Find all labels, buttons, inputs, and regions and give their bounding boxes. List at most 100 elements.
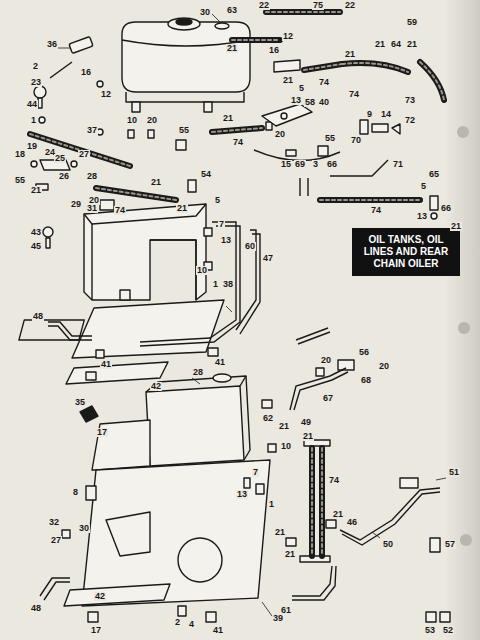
callout-number: 39 <box>272 614 284 623</box>
callout-number: 57 <box>444 540 456 549</box>
callout-number: 30 <box>199 8 211 17</box>
callout-number: 41 <box>100 360 112 369</box>
oil-hoses <box>30 12 444 556</box>
callout-number: 21 <box>284 550 296 559</box>
bracket <box>262 60 438 219</box>
callout-number: 10 <box>126 116 138 125</box>
callout-number: 21 <box>278 422 290 431</box>
callout-number: 1 <box>212 280 219 289</box>
callout-number: 54 <box>200 170 212 179</box>
callout-number: 66 <box>326 160 338 169</box>
callout-number: 42 <box>150 382 162 391</box>
title-box: OIL TANKS, OIL LINES AND REAR CHAIN OILE… <box>352 228 460 276</box>
callout-number: 72 <box>404 116 416 125</box>
callout-number: 41 <box>214 358 226 367</box>
callout-number: 4 <box>188 620 195 629</box>
callout-number: 13 <box>236 490 248 499</box>
callout-number: 55 <box>14 176 26 185</box>
callout-number: 21 <box>30 186 42 195</box>
callout-number: 74 <box>114 206 126 215</box>
callout-number: 8 <box>72 488 79 497</box>
filler-cap <box>34 37 154 138</box>
callout-number: 55 <box>178 126 190 135</box>
callout-number: 7 <box>218 220 225 229</box>
callout-number: 25 <box>54 154 66 163</box>
callout-number: 21 <box>226 44 238 53</box>
callout-number: 70 <box>350 136 362 145</box>
callout-number: 17 <box>90 626 102 635</box>
callout-number: 13 <box>290 96 302 105</box>
callout-number: 21 <box>222 114 234 123</box>
lower-oil-tank <box>146 374 250 466</box>
callout-number: 20 <box>274 130 286 139</box>
callout-number: 55 <box>324 134 336 143</box>
middle-base-plate <box>19 300 224 384</box>
callout-number: 23 <box>30 78 42 87</box>
callout-number: 69 <box>294 160 306 169</box>
callout-number: 74 <box>232 138 244 147</box>
callout-number: 62 <box>262 414 274 423</box>
callout-number: 66 <box>440 204 452 213</box>
callout-number: 74 <box>370 206 382 215</box>
callout-number: 47 <box>262 254 274 263</box>
callout-number: 65 <box>428 170 440 179</box>
callout-number: 20 <box>320 356 332 365</box>
callout-number: 21 <box>344 50 356 59</box>
callout-number: 14 <box>380 110 392 119</box>
callout-number: 1 <box>268 500 275 509</box>
callout-number: 27 <box>50 536 62 545</box>
callout-number: 67 <box>322 394 334 403</box>
callout-number: 60 <box>244 242 256 251</box>
callout-number: 16 <box>268 46 280 55</box>
oiler-fittings <box>262 360 450 622</box>
callout-number: 30 <box>78 524 90 533</box>
callout-number: 51 <box>448 468 460 477</box>
callout-number: 2 <box>174 618 181 627</box>
leader-lines <box>58 14 446 616</box>
callout-number: 48 <box>32 312 44 321</box>
callout-number: 20 <box>146 116 158 125</box>
callout-number: 40 <box>318 98 330 107</box>
callout-number: 32 <box>48 518 60 527</box>
callout-number: 29 <box>70 200 82 209</box>
upper-oil-tank <box>122 18 250 112</box>
callout-number: 48 <box>30 604 42 613</box>
callout-number: 36 <box>46 40 58 49</box>
callout-number: 17 <box>96 428 108 437</box>
callout-number: 9 <box>366 110 373 119</box>
lower-mounting-plate <box>62 406 276 622</box>
oil-lines <box>40 150 440 600</box>
callout-number: 26 <box>58 172 70 181</box>
callout-number: 5 <box>214 196 221 205</box>
callout-number: 61 <box>280 606 292 615</box>
callout-number: 19 <box>26 142 38 151</box>
callout-number: 75 <box>312 1 324 10</box>
callout-number: 13 <box>220 236 232 245</box>
callout-number: 31 <box>86 204 98 213</box>
callout-number: 5 <box>298 84 305 93</box>
callout-number: 3 <box>312 160 319 169</box>
callout-number: 13 <box>416 212 428 221</box>
callout-number: 21 <box>176 204 188 213</box>
callout-number: 28 <box>192 368 204 377</box>
page-edge <box>445 0 480 640</box>
callout-number: 56 <box>358 348 370 357</box>
callout-number: 15 <box>280 160 292 169</box>
callout-number: 74 <box>328 476 340 485</box>
callout-number: 52 <box>442 626 454 635</box>
callout-number: 22 <box>258 1 270 10</box>
callout-number: 2 <box>32 62 39 71</box>
callout-number: 35 <box>74 398 86 407</box>
callout-number: 5 <box>420 182 427 191</box>
linkage-parts <box>31 122 272 192</box>
callout-number: 43 <box>30 228 42 237</box>
callout-number: 50 <box>382 540 394 549</box>
callout-number: 1 <box>30 116 37 125</box>
callout-number: 63 <box>226 6 238 15</box>
callout-number: 21 <box>150 178 162 187</box>
callout-number: 64 <box>390 40 402 49</box>
title-text: OIL TANKS, OIL LINES AND REAR CHAIN OILE… <box>358 234 454 270</box>
callout-number: 7 <box>252 468 259 477</box>
binder-holes <box>457 126 472 546</box>
